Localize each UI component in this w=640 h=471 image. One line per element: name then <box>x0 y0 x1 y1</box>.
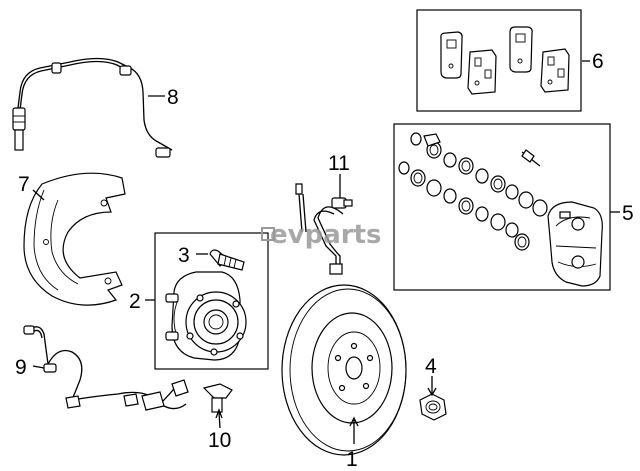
callout-8: 8 <box>167 86 179 109</box>
caliper-body <box>547 201 603 287</box>
callout-5: 5 <box>622 202 634 225</box>
brake-pads-group: 6 <box>416 9 604 112</box>
brake-pad-1 <box>440 31 463 79</box>
callout-9: 9 <box>15 356 27 379</box>
callout-7: 7 <box>18 173 30 196</box>
splash-shield: 7 <box>18 172 126 306</box>
callout-1: 1 <box>346 448 358 471</box>
brake-pads-box <box>416 9 582 112</box>
piston-seals <box>398 132 548 251</box>
bleeder-screw <box>521 149 541 167</box>
watermark-text: evparts <box>270 220 381 250</box>
sensor-plug <box>12 107 26 131</box>
evparts-watermark: evparts <box>261 220 381 250</box>
brake-hose: 11 <box>295 152 353 275</box>
callout-11: 11 <box>328 152 350 175</box>
callout-3: 3 <box>178 244 190 267</box>
callout-10: 10 <box>208 429 231 452</box>
brake-pad-3 <box>509 26 533 73</box>
brake-wear-sensor: 8 <box>12 57 179 158</box>
abs-sensor: 10 <box>202 383 233 452</box>
brake-pad-4 <box>540 48 570 93</box>
hub-bolt <box>209 249 245 271</box>
brake-rotor: 1 <box>281 284 407 471</box>
hub-nut: 4 <box>419 355 447 421</box>
callout-6: 6 <box>592 50 604 73</box>
hub-bearing <box>165 271 247 361</box>
abs-sensor-wire: 9 <box>15 325 189 411</box>
callout-2: 2 <box>129 290 141 313</box>
hub-assembly-group: 3 2 <box>129 232 269 370</box>
hub-assembly-box <box>154 232 269 370</box>
brake-pad-2 <box>467 49 497 95</box>
caliper-box <box>393 123 611 291</box>
callout-4: 4 <box>425 355 437 378</box>
caliper-group: 5 <box>393 123 634 291</box>
